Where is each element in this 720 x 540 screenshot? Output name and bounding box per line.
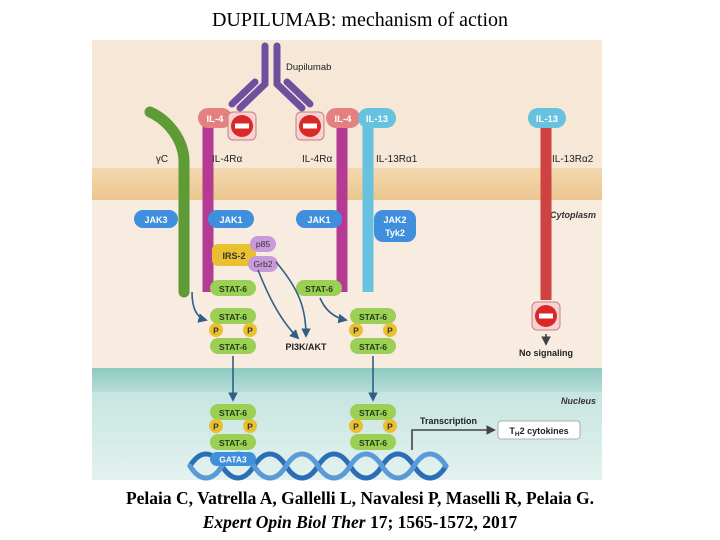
- jak1-label-right: JAK1: [307, 215, 330, 225]
- slide-title: DUPILUMAB: mechanism of action: [211, 9, 509, 31]
- stat6-dimer: STAT-6 P P STAT-6: [209, 308, 257, 354]
- il4-label-left: IL-4: [207, 114, 225, 125]
- phospho-label: P: [247, 422, 253, 432]
- stat6-label: STAT-6: [359, 342, 387, 352]
- gata3-factor: [210, 452, 256, 466]
- pi3k-akt-label: PI3K/AKT: [285, 342, 327, 352]
- gata3-label: GATA3: [219, 455, 247, 465]
- th2-cytokines-label: TH2 cytokines: [509, 426, 568, 438]
- transcription-arrow: [411, 425, 496, 450]
- stat6-label: STAT-6: [219, 342, 247, 352]
- jak3-label: JAK3: [144, 215, 167, 225]
- irs2-label: IRS-2: [222, 251, 245, 261]
- stat6-label: STAT-6: [359, 312, 387, 322]
- jak2-label: JAK2: [383, 215, 406, 225]
- citation-journal-line: Expert Opin Biol Ther 17; 1565-1572, 201…: [0, 510, 720, 534]
- stat6-label: STAT-6: [359, 438, 387, 448]
- tyk2-label: Tyk2: [385, 228, 405, 238]
- il13ra2-label: IL-13Rα2: [552, 154, 594, 165]
- gamma-c-chain: [144, 106, 190, 298]
- stat6-dimer: STAT-6 P P STAT-6: [349, 308, 397, 354]
- stat6-label: STAT-6: [219, 438, 247, 448]
- il13-label-right: IL-13: [536, 114, 558, 125]
- p85-label: p85: [256, 239, 270, 249]
- stat6-docked-right: [296, 280, 342, 296]
- grb2-adaptor: [248, 256, 278, 272]
- dupilumab-label: Dupilumab: [286, 62, 331, 73]
- il13ra1-label: IL-13Rα1: [376, 154, 418, 165]
- il4-ligand-right: [326, 108, 360, 128]
- il13-ligand-right: [528, 108, 566, 128]
- irs2-adaptor: [212, 244, 256, 266]
- il13-label-left: IL-13: [366, 114, 388, 125]
- citation-details: 17; 1565-1572, 2017: [365, 512, 518, 532]
- il4-ligand-left: [198, 108, 232, 128]
- phospho-label: P: [213, 422, 219, 432]
- il4ra-label-right: IL-4Rα: [302, 154, 332, 165]
- stat6-label: STAT-6: [219, 284, 247, 294]
- signal-arrows: [191, 261, 378, 402]
- stat6-dimer-nuclear: STAT-6 P P STAT-6: [349, 404, 397, 450]
- phospho-label: P: [353, 326, 359, 336]
- stat6-label: STAT-6: [219, 312, 247, 322]
- inhibition-icon-right: [295, 111, 325, 141]
- il4ra-label-left: IL-4Rα: [212, 154, 242, 165]
- cytoplasm-label: Cytoplasm: [550, 210, 596, 220]
- th2-cytokines-box: [497, 420, 581, 440]
- stat6-docked-left: [210, 280, 256, 296]
- jak2-tyk2-kinase: [374, 210, 416, 242]
- citation: Pelaia C, Vatrella A, Gallelli L, Navale…: [0, 486, 720, 534]
- citation-journal: Expert Opin Biol Ther: [202, 512, 366, 532]
- il4-label-right: IL-4: [335, 114, 353, 125]
- jak1-kinase-left: [208, 210, 254, 228]
- jak3-kinase: [134, 210, 178, 228]
- jak1-kinase-right: [296, 210, 342, 228]
- il13-ligand-left: [358, 108, 396, 128]
- nucleus-label: Nucleus: [561, 396, 596, 406]
- jak1-label-left: JAK1: [219, 215, 242, 225]
- gamma-c-label: γC: [156, 154, 168, 165]
- nuclear-membrane: [92, 368, 602, 392]
- phospho-label: P: [353, 422, 359, 432]
- inhibition-icon-left: [227, 111, 257, 141]
- phospho-label: P: [387, 422, 393, 432]
- transcription-label: Transcription: [420, 416, 477, 426]
- p85-adaptor: [250, 236, 276, 252]
- grb2-label: Grb2: [254, 259, 273, 269]
- no-signaling-label: No signaling: [519, 348, 573, 358]
- th2-subscript: H: [515, 431, 520, 438]
- dupilumab-antibody: [228, 42, 314, 112]
- phospho-label: P: [387, 326, 393, 336]
- th2-t: T: [509, 426, 515, 436]
- stat6-label: STAT-6: [305, 284, 333, 294]
- phospho-label: P: [247, 326, 253, 336]
- citation-authors: Pelaia C, Vatrella A, Gallelli L, Navale…: [125, 488, 595, 508]
- stat6-label: STAT-6: [219, 408, 247, 418]
- stat6-label: STAT-6: [359, 408, 387, 418]
- stat6-dimer-nuclear: STAT-6 P P STAT-6: [209, 404, 257, 450]
- inhibition-icon-il13ra2: [531, 301, 561, 331]
- phospho-label: P: [213, 326, 219, 336]
- th2-rest: 2 cytokines: [520, 426, 569, 436]
